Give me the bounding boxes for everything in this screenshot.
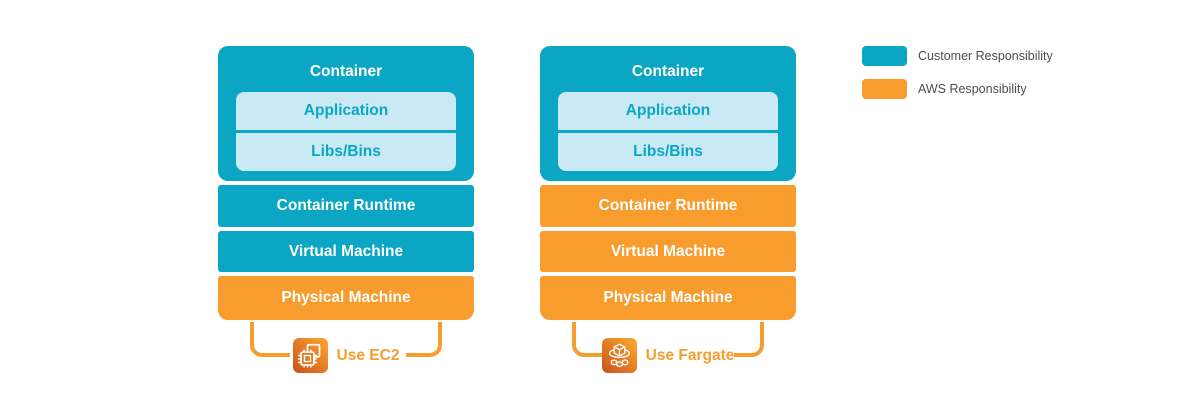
fargate-callout-label: Use Fargate [645,346,735,364]
application-box: Application [236,92,456,130]
application-box: Application [558,92,778,130]
container-inner-group: Application Libs/Bins [236,92,456,171]
layer-container-runtime: Container Runtime [218,185,474,227]
bracket-left [250,322,290,357]
fargate-stack: Container Application Libs/Bins Containe… [540,46,796,386]
libs-bins-box: Libs/Bins [558,133,778,171]
fargate-callout: Use Fargate [540,338,796,373]
aws-responsibility-swatch [862,79,907,99]
legend-label: Customer Responsibility [918,49,1053,63]
ec2-callout: Use EC2 [218,338,474,373]
layer-virtual-machine: Virtual Machine [218,231,474,272]
customer-responsibility-swatch [862,46,907,66]
layer-container-runtime: Container Runtime [540,185,796,227]
container-box: Container Application Libs/Bins [218,46,474,181]
legend: Customer Responsibility AWS Responsibili… [862,46,1053,112]
fargate-icon [601,338,637,373]
legend-row-customer: Customer Responsibility [862,46,1053,66]
container-box: Container Application Libs/Bins [540,46,796,181]
layer-physical-machine: Physical Machine [218,276,474,320]
layer-physical-machine: Physical Machine [540,276,796,320]
ec2-stack: Container Application Libs/Bins Containe… [218,46,474,386]
legend-row-aws: AWS Responsibility [862,79,1053,99]
container-title: Container [631,63,705,80]
ec2-callout-label: Use EC2 [336,346,400,364]
bracket-right [734,322,764,357]
legend-label: AWS Responsibility [918,82,1027,96]
layer-virtual-machine: Virtual Machine [540,231,796,272]
container-title: Container [309,63,383,80]
bracket-left [572,322,612,357]
bracket-right [406,322,442,357]
ec2-icon [292,338,328,373]
container-inner-group: Application Libs/Bins [558,92,778,171]
libs-bins-box: Libs/Bins [236,133,456,171]
